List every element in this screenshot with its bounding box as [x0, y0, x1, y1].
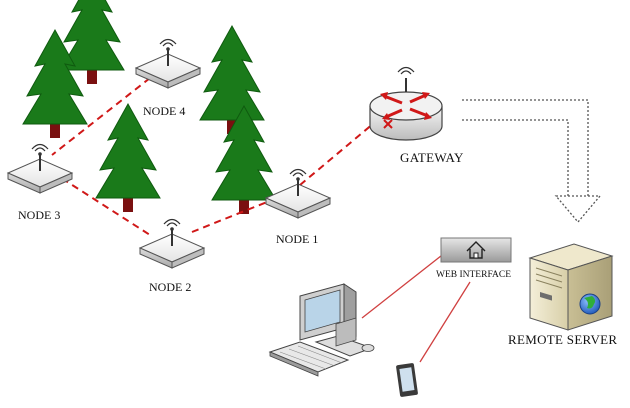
web-interface-label: WEB INTERFACE: [436, 270, 512, 280]
link-node1-gateway: [299, 117, 381, 186]
server-icon: [528, 243, 614, 331]
uplink-arrow: [462, 99, 602, 224]
tablet-icon: [396, 363, 418, 397]
tree-icon: [95, 103, 161, 213]
mesh-links: [51, 77, 381, 236]
link-node4-node3: [51, 77, 151, 156]
desktop-computer-icon: [268, 283, 375, 377]
node-3-icon: [7, 143, 73, 194]
link-node2-node1: [191, 199, 273, 233]
node-2-label: NODE 2: [149, 280, 192, 294]
gateway-label: GATEWAY: [400, 150, 464, 165]
node-3-label: NODE 3: [18, 208, 61, 222]
client-links: [361, 251, 471, 363]
node-4-label: NODE 4: [143, 104, 186, 118]
router-icon: [369, 66, 443, 141]
remote-server-label: REMOTE SERVER: [508, 332, 618, 347]
tree-icon: [199, 25, 265, 135]
link-node3-node2: [51, 171, 151, 236]
home-icon: [466, 241, 486, 259]
node-2-icon: [139, 218, 205, 269]
link-web-tablet: [419, 281, 471, 363]
web-interface-button: [440, 237, 512, 263]
node-1-label: NODE 1: [276, 232, 319, 246]
link-web-desktop: [361, 251, 447, 319]
node-1-icon: [265, 168, 331, 219]
